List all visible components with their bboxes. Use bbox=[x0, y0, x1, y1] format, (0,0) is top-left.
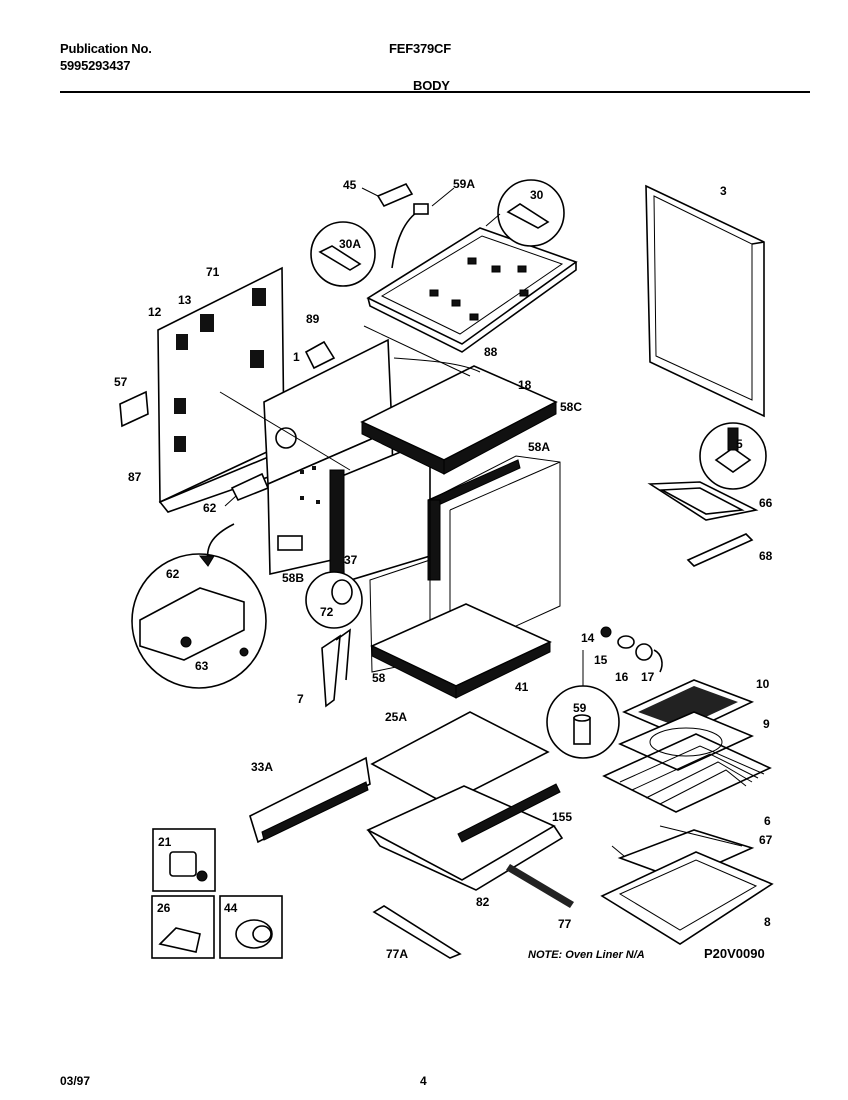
detail-box-44 bbox=[219, 895, 283, 959]
bracket-57 bbox=[119, 390, 149, 428]
publication-label: Publication No. bbox=[60, 41, 152, 56]
wrap-58a bbox=[427, 459, 521, 581]
label-57: 57 bbox=[114, 375, 128, 389]
oven-liner-note: NOTE: Oven Liner N/A bbox=[528, 949, 645, 961]
label-82: 82 bbox=[476, 895, 490, 909]
kick-panel bbox=[249, 756, 371, 844]
label-8: 8 bbox=[764, 915, 771, 929]
label-7: 7 bbox=[297, 692, 304, 706]
label-14: 14 bbox=[581, 631, 595, 645]
detail-circle-30a bbox=[310, 221, 376, 287]
label-18: 18 bbox=[518, 378, 532, 392]
detail-circle-62 bbox=[131, 523, 267, 689]
section-title: BODY bbox=[413, 78, 450, 93]
oven-bottom-liner bbox=[600, 851, 774, 945]
wire-harness bbox=[219, 325, 481, 471]
label-77: 77 bbox=[558, 917, 572, 931]
label-63: 63 bbox=[195, 659, 209, 673]
label-72: 72 bbox=[320, 605, 334, 619]
detail-box-26 bbox=[151, 895, 215, 959]
label-1: 1 bbox=[293, 350, 300, 364]
footer-date: 03/97 bbox=[60, 1074, 91, 1088]
model-number: FEF379CF bbox=[389, 41, 451, 56]
label-12: 12 bbox=[148, 305, 162, 319]
bottom-insulation bbox=[370, 603, 552, 699]
side-panel bbox=[645, 184, 765, 418]
drawer-panel-25a bbox=[370, 711, 550, 805]
detail-circle-72 bbox=[305, 571, 363, 629]
label-26: 26 bbox=[157, 901, 171, 915]
drawer-rail bbox=[372, 905, 462, 959]
label-59a: 59A bbox=[453, 177, 475, 191]
label-21: 21 bbox=[158, 835, 172, 849]
storage-drawer bbox=[366, 783, 574, 908]
label-62a: 62 bbox=[203, 501, 217, 515]
label-37: 37 bbox=[344, 553, 358, 567]
switch-89 bbox=[304, 340, 336, 370]
label-33a: 33A bbox=[251, 760, 273, 774]
detail-box-21 bbox=[152, 828, 216, 892]
header-rule bbox=[60, 91, 810, 93]
label-10: 10 bbox=[756, 677, 770, 691]
label-9: 9 bbox=[763, 717, 770, 731]
label-77a: 77A bbox=[386, 947, 408, 961]
label-59: 59 bbox=[573, 701, 587, 715]
label-17: 17 bbox=[641, 670, 655, 684]
label-58c: 58C bbox=[560, 400, 582, 414]
label-89: 89 bbox=[306, 312, 320, 326]
part-labels: 45 59A 30 30A 3 71 12 13 89 1 88 18 57 5… bbox=[114, 177, 773, 961]
label-15: 15 bbox=[594, 653, 608, 667]
page-number: 4 bbox=[420, 1074, 427, 1088]
label-71: 71 bbox=[206, 265, 220, 279]
label-58b: 58B bbox=[282, 571, 304, 585]
door-gasket bbox=[321, 628, 351, 708]
label-68: 68 bbox=[759, 549, 773, 563]
label-87: 87 bbox=[128, 470, 142, 484]
label-62b: 62 bbox=[166, 567, 180, 581]
label-44: 44 bbox=[224, 901, 238, 915]
label-3: 3 bbox=[720, 184, 727, 198]
label-45: 45 bbox=[343, 178, 357, 192]
drawing-code: P20V0090 bbox=[704, 946, 765, 961]
label-30: 30 bbox=[530, 188, 544, 202]
detail-circle-30 bbox=[485, 179, 565, 247]
label-88: 88 bbox=[484, 345, 498, 359]
label-58a: 58A bbox=[528, 440, 550, 454]
cable-59a bbox=[391, 187, 455, 269]
label-30a: 30A bbox=[339, 237, 361, 251]
bracket-45 bbox=[361, 182, 414, 208]
label-16: 16 bbox=[615, 670, 629, 684]
label-155: 155 bbox=[552, 810, 572, 824]
label-67: 67 bbox=[759, 833, 773, 847]
label-25a: 25A bbox=[385, 710, 407, 724]
broiler-pan bbox=[618, 711, 754, 771]
broil-element bbox=[647, 481, 759, 567]
label-58: 58 bbox=[372, 671, 386, 685]
label-5: 5 bbox=[736, 437, 743, 451]
lamp-parts bbox=[600, 626, 663, 673]
insulation-58c bbox=[360, 365, 558, 475]
oven-cavity bbox=[329, 438, 431, 584]
label-13: 13 bbox=[178, 293, 192, 307]
publication-number: 5995293437 bbox=[60, 58, 131, 73]
detail-circle-5 bbox=[699, 422, 767, 490]
label-66: 66 bbox=[759, 496, 773, 510]
oven-rack bbox=[602, 733, 772, 813]
detail-circle-59 bbox=[546, 650, 620, 759]
back-panel bbox=[157, 266, 302, 513]
label-6: 6 bbox=[764, 814, 771, 828]
oven-top-panel bbox=[366, 227, 578, 353]
label-41: 41 bbox=[515, 680, 529, 694]
